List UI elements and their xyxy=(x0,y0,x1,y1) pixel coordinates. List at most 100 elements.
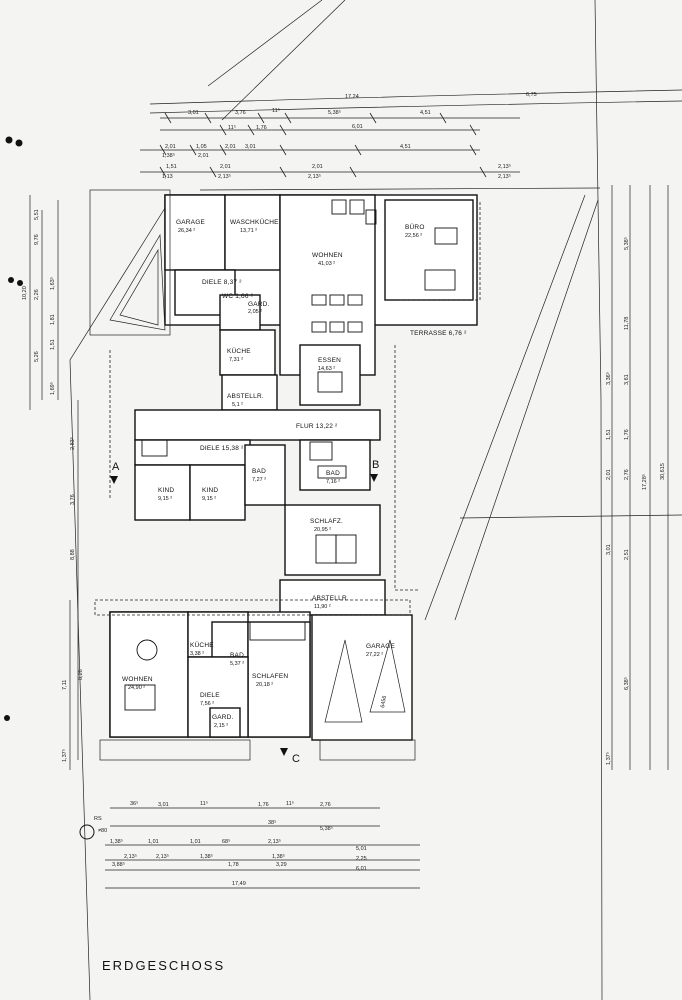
room-bad-left-name: BAD xyxy=(252,468,266,475)
room-garage-nw-area: 26,34 ² xyxy=(178,228,195,234)
dim-top-r2-2: 6,01 xyxy=(352,124,363,130)
dim-top-r4b-1: 2,13⁵ xyxy=(218,173,231,180)
dim-top-r4-3: 2,13⁵ xyxy=(498,163,511,170)
walls-lower xyxy=(94,599,416,761)
dim-top-r3b-0: 1,38⁵ xyxy=(162,152,175,159)
room-gard-low-area: 2,15 ² xyxy=(214,723,228,729)
rs-label: RS xyxy=(94,816,102,822)
dim-bot-r2b-1: 2,13⁵ xyxy=(156,853,169,860)
bottom-dimension-lines xyxy=(105,807,420,889)
room-bad-right-area: 7,16 ² xyxy=(326,479,340,485)
section-b-label: B xyxy=(372,459,379,471)
dim-top-r3-0: 2,01 xyxy=(165,144,176,150)
dim-bot-r2c-2: 3,29 xyxy=(276,862,287,868)
dim-top-r2-1: 1,76 xyxy=(256,125,267,131)
dim-bot-r2b-0: 2,13⁵ xyxy=(124,853,137,860)
room-waschkueche-name: WASCHKÜCHE xyxy=(230,218,279,226)
room-schlafen-area: 20,18 ² xyxy=(256,682,273,688)
dim-right-v1-3: 17,28⁵ xyxy=(641,474,648,490)
dim-right-v3-0: 2,01 xyxy=(606,469,612,480)
room-garage-low-name: GARAGE xyxy=(366,643,395,650)
top-dimension-labels: 17,24 6,75 3,01 3,76 11⁵ 5,38⁵ 4,51 11⁵ … xyxy=(162,92,537,180)
dim-top-r4-2: 2,01 xyxy=(312,164,323,170)
dim-left-v4-1: 1,37⁵ xyxy=(61,749,68,762)
dim-right-v2-0: 3,36⁵ xyxy=(605,372,612,385)
dim-top-r2-0: 11⁵ xyxy=(228,124,236,131)
room-gard-top-area: 2,05 ² xyxy=(248,309,262,315)
dim-top-r4-1: 2,01 xyxy=(220,164,231,170)
dim-bot-r2b-3: 1,38⁵ xyxy=(272,853,285,860)
dim-right-v3-2: 3,01 xyxy=(606,544,612,555)
dim-left-v3-2: 7,11 xyxy=(62,680,68,690)
dim-left-v1-3: 2,26 xyxy=(34,289,40,300)
dim-bot-r1-2: 11⁵ xyxy=(200,800,208,807)
room-terrasse-name: TERRASSE 6,76 ² xyxy=(410,330,467,337)
dim-right-v3-3: 2,51 xyxy=(624,549,630,560)
dim-left-v1-0: 10,20 xyxy=(22,286,28,300)
room-buero-area: 22,56 ² xyxy=(405,233,422,239)
dim-bot-r2c-0: 3,88⁵ xyxy=(112,861,125,868)
rs-marker: RS ≠80 6456 xyxy=(79,695,388,840)
dim-top-r3-1: 1,05 xyxy=(196,144,207,150)
furniture xyxy=(124,199,458,711)
room-schlafen-name: SCHLAFEN xyxy=(252,673,288,680)
room-wc-top-name: WC 1,66 ² xyxy=(222,293,254,300)
dim-bot-overall: 17,49 xyxy=(232,881,246,887)
dim-left-v1-4: 1,63⁵ xyxy=(49,277,56,290)
room-wohnen-low-area: 24,90 ² xyxy=(128,685,145,691)
room-abstellr-low-name: ABSTELLR. xyxy=(312,595,349,602)
room-kind2-area: 9,15 ² xyxy=(202,496,216,502)
dim-top-r4b-0: 1,13 xyxy=(162,174,173,180)
dim-bot-r2-0: 1,38⁵ xyxy=(110,838,123,845)
room-essen-area: 14,63 ² xyxy=(318,366,335,372)
section-c-arrow-icon xyxy=(280,748,288,756)
dim-top-overall: 17,24 xyxy=(345,94,359,100)
section-markers: A B C xyxy=(110,459,379,765)
room-kueche-top-area: 7,31 ² xyxy=(229,357,243,363)
dim-bot-r3-1: 2,25 xyxy=(356,856,367,862)
dim-right-v2-3: 1,76 xyxy=(624,429,630,440)
dim-top-right: 6,75 xyxy=(526,92,537,98)
dim-top-r4b-3: 2,13⁵ xyxy=(498,173,511,180)
room-kueche-low-area: 3,38 ² xyxy=(190,651,204,657)
dim-bot-r1b-1: 5,38⁵ xyxy=(320,825,333,832)
boundary-lines xyxy=(69,0,682,1000)
dim-right-v3-1: 2,76 xyxy=(624,469,630,480)
section-a-arrow-icon xyxy=(110,476,118,484)
dim-top-r1-1: 3,76 xyxy=(235,110,246,116)
dim-left-v1-1: 9,76 xyxy=(34,234,40,245)
room-wohnen-low-name: WOHNEN xyxy=(122,676,153,683)
dim-bot-r1-1: 3,01 xyxy=(158,802,169,808)
dim-right-v4-1: 1,37⁵ xyxy=(605,752,612,765)
dim-left-v2-4: 1,69⁵ xyxy=(49,382,56,395)
dim-bot-r2-4: 2,13⁵ xyxy=(268,838,281,845)
dim-bot-r2-2: 1,01 xyxy=(190,839,201,845)
room-wohnen-top-name: WOHNEN xyxy=(312,252,343,259)
room-gard-top-name: GARD. xyxy=(248,301,270,308)
side-dimension-lines xyxy=(29,185,669,770)
room-wohnen-top-area: 41,03 ² xyxy=(318,261,335,267)
dim-left-v2-3: 2,83⁵ xyxy=(69,437,76,450)
dim-top-r1-4: 4,51 xyxy=(420,110,431,116)
section-c-label: C xyxy=(292,753,300,765)
rs-circle-icon xyxy=(79,824,95,840)
dim-bot-r2-3: 68⁵ xyxy=(222,838,230,845)
walls-upper xyxy=(89,189,478,616)
room-diele-top-name: DIELE 8,37 ² xyxy=(202,279,242,286)
dim-bot-r1-5: 2,76 xyxy=(320,802,331,808)
room-flur-name: FLUR 13,22 ² xyxy=(296,423,338,430)
rs-sublabel: ≠80 xyxy=(98,828,107,834)
room-bad-left-area: 7,27 ² xyxy=(252,477,266,483)
dim-right-v1-1: 11,78 xyxy=(624,317,630,330)
dim-right-v4-0: 6,38⁵ xyxy=(623,677,630,690)
section-b-arrow-icon xyxy=(370,474,378,482)
dim-top-r3-2: 2,01 xyxy=(225,144,236,150)
dim-left-v4-0: 8,26 xyxy=(78,669,84,680)
dim-left-v2-0: 5,26 xyxy=(34,351,40,362)
right-dimension-labels: 5,38⁵ 11,78 30,615 17,28⁵ 3,36⁵ 3,61 1,5… xyxy=(605,237,666,765)
room-garage-low-area: 27,22 ² xyxy=(366,652,383,658)
dim-bot-r1-0: 36⁵ xyxy=(130,800,138,807)
room-abstellr-top-area: 5,1 ² xyxy=(232,402,243,408)
dim-top-r4b-2: 2,13⁵ xyxy=(308,173,321,180)
